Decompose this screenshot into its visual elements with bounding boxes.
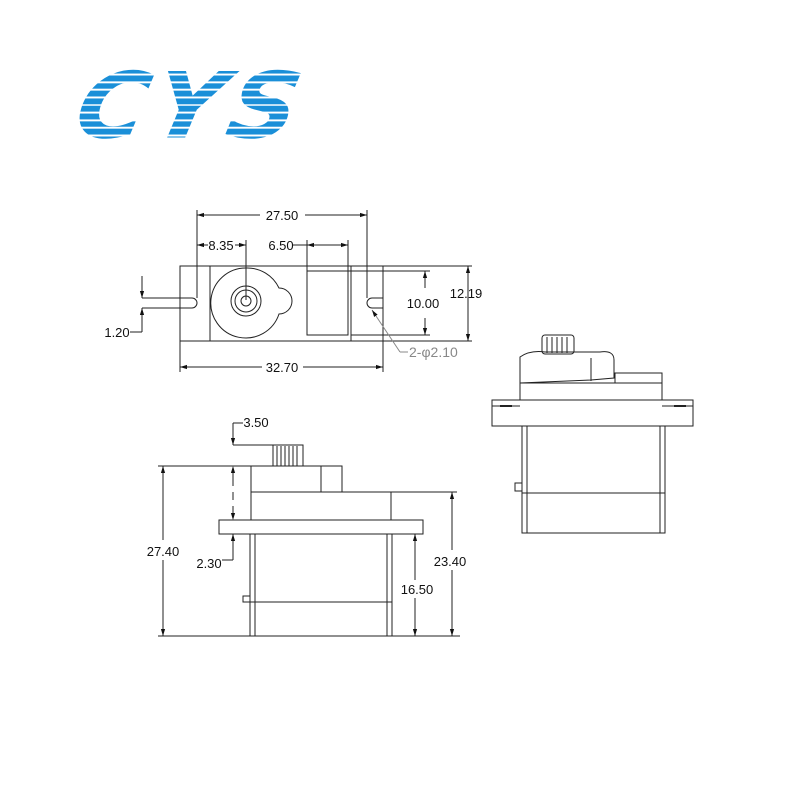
dim-8-35: 8.35 [208, 238, 233, 253]
wire-exit [242, 595, 251, 603]
gear-housing-outline [210, 267, 293, 339]
mounting-hole-right [366, 297, 383, 309]
dim-1-20: 1.20 [104, 325, 129, 340]
dim-27-50: 27.50 [266, 208, 299, 223]
dim-32-70: 32.70 [266, 360, 299, 375]
perspective-flange [491, 399, 694, 427]
servo-body-top [209, 265, 352, 342]
dim-3-50: 3.50 [243, 415, 268, 430]
dim-27-40: 27.40 [147, 544, 180, 559]
perspective-spline [541, 334, 575, 355]
dim-16-50: 16.50 [401, 582, 434, 597]
dim-12-19: 12.19 [450, 286, 483, 301]
mounting-hole-left [180, 297, 198, 309]
dim-23-40: 23.40 [434, 554, 467, 569]
perspective-cap [519, 351, 615, 384]
side-flange [218, 519, 424, 535]
dim-10-00: 10.00 [407, 296, 440, 311]
dim-hole-callout: 2-φ2.10 [409, 344, 458, 360]
perspective-view [491, 334, 694, 534]
gear-cap [250, 465, 343, 493]
side-view: 3.50 27.40 2.30 23.40 16.50 [147, 415, 467, 637]
dim-6-50: 6.50 [268, 238, 293, 253]
window-rect [306, 270, 349, 336]
dim-2-30: 2.30 [196, 556, 221, 571]
top-view: 27.50 8.35 6.50 10.00 12.19 1.20 32.70 2… [104, 208, 482, 375]
perspective-lower-body [521, 425, 666, 534]
side-lower-body [249, 533, 393, 637]
